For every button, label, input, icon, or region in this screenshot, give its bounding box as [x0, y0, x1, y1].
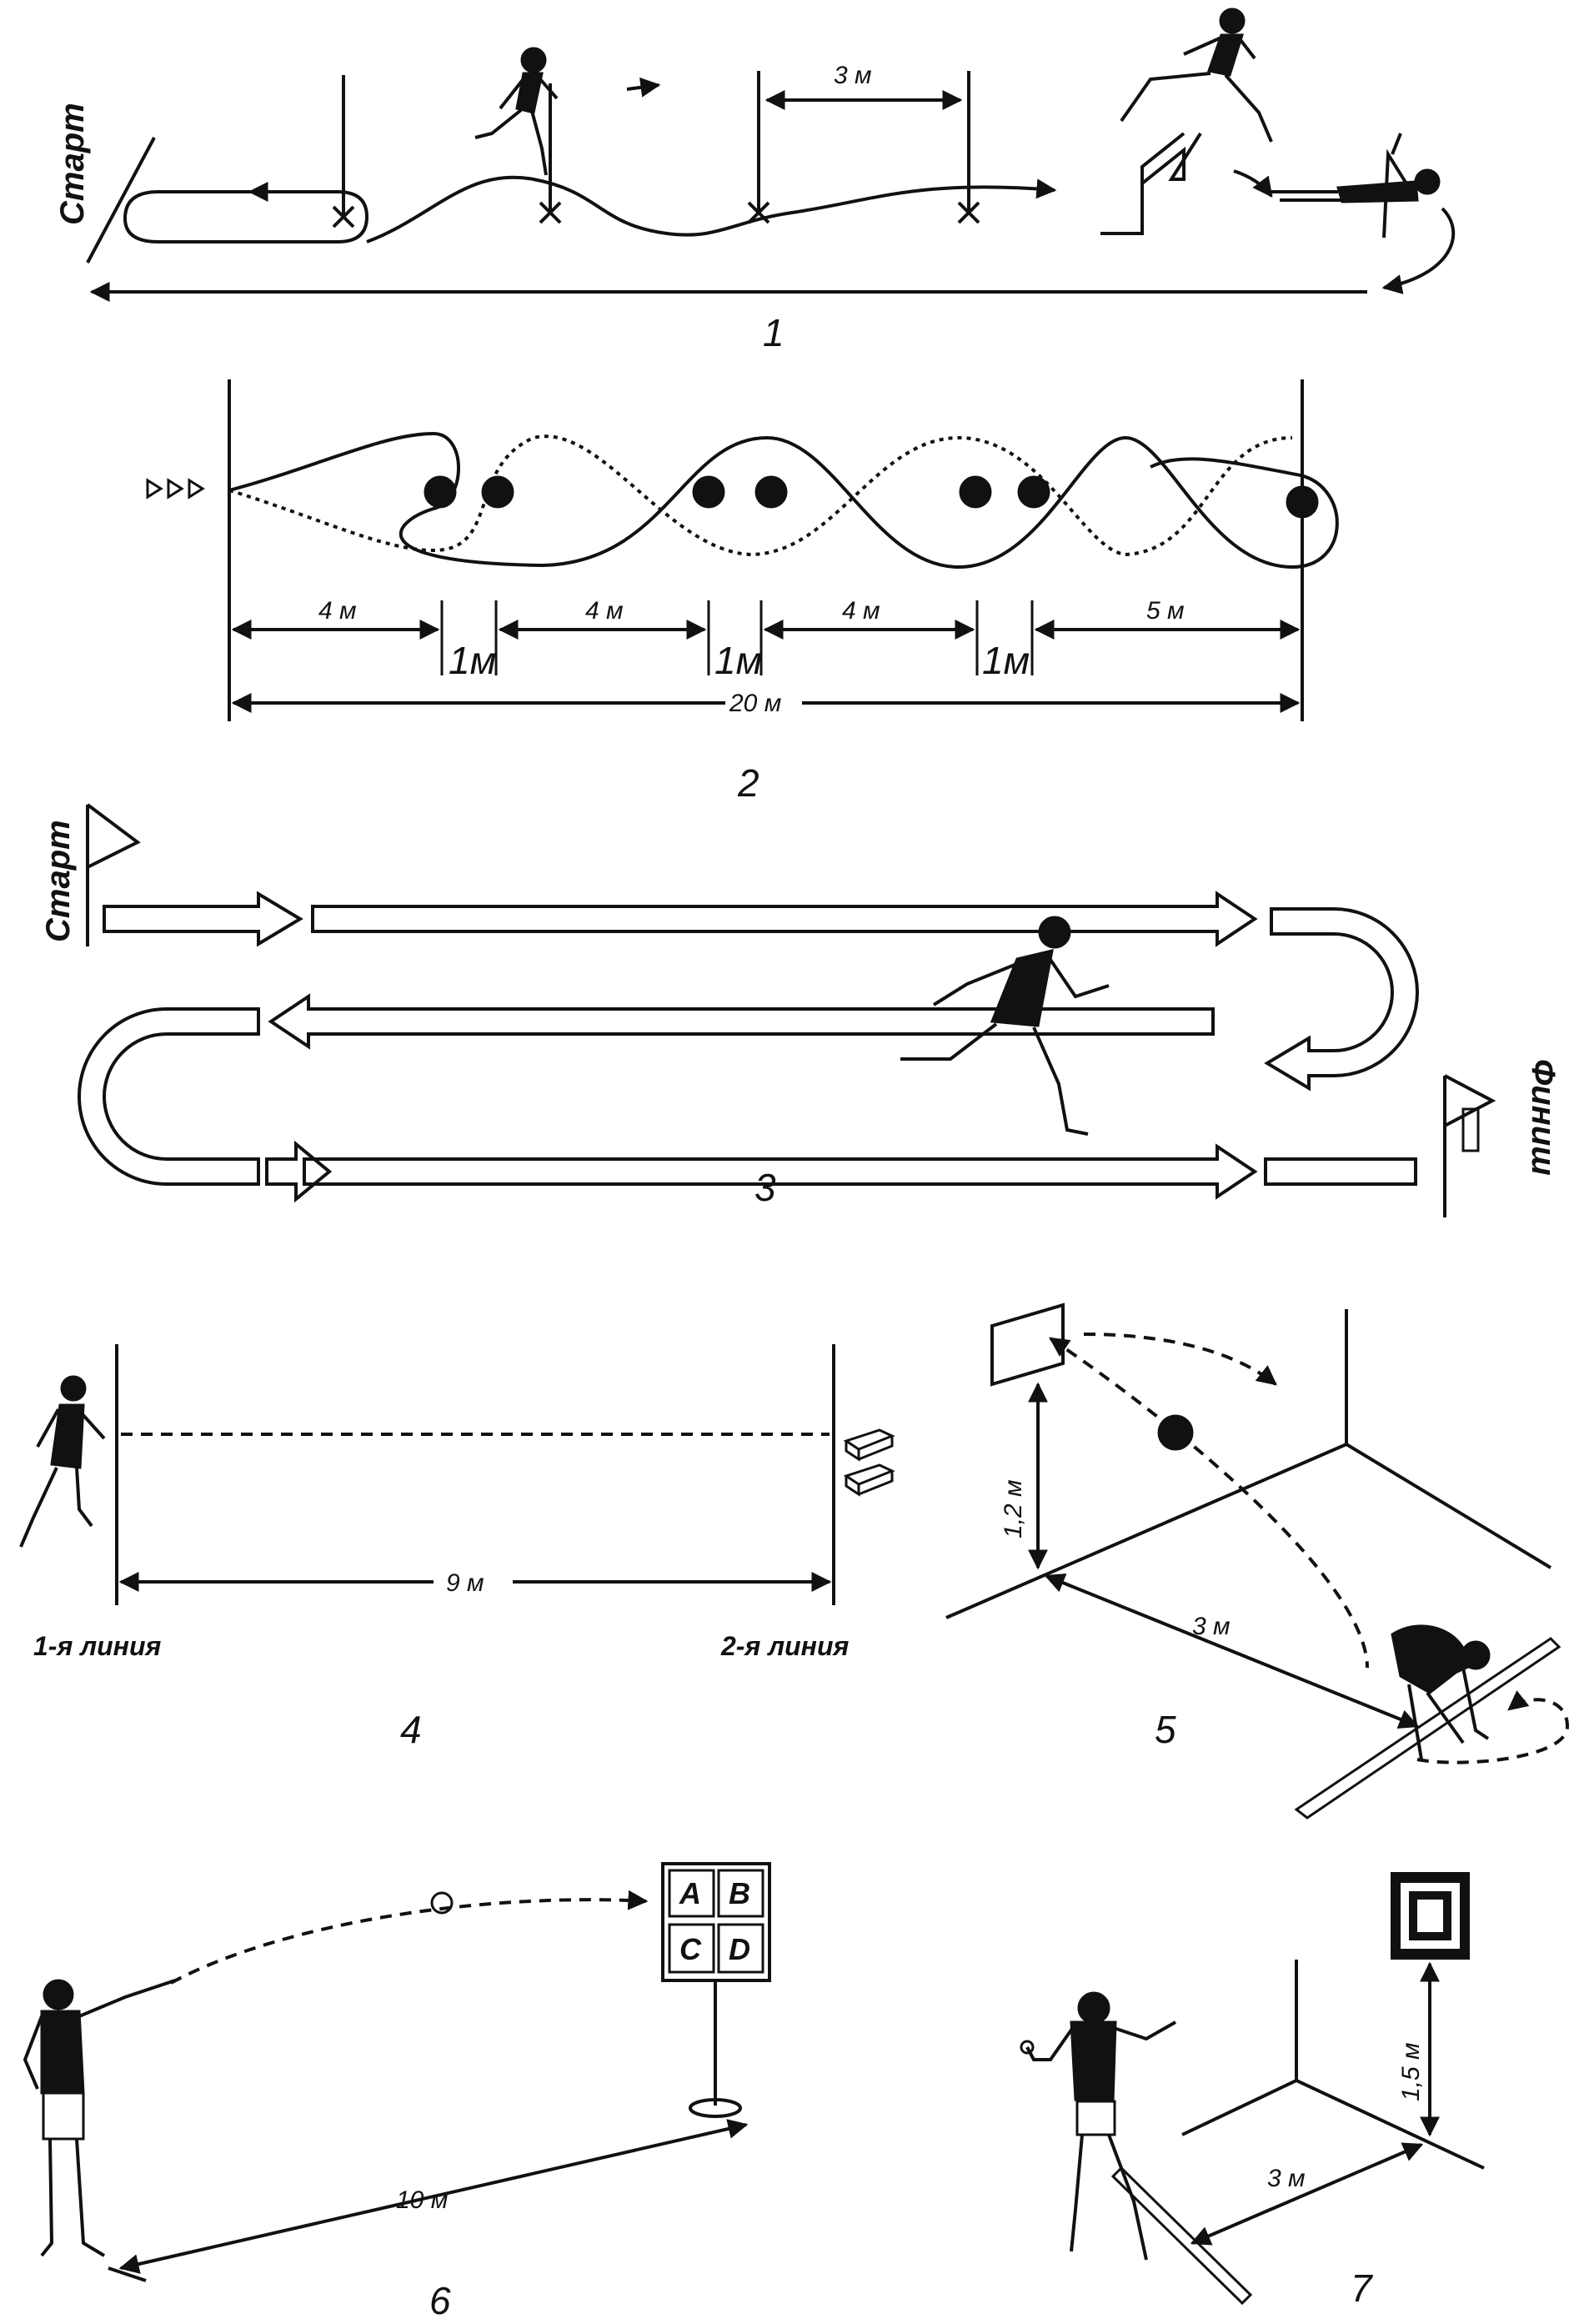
- target-cell-a: A: [679, 1876, 701, 1910]
- blocks: [843, 1428, 895, 1497]
- hurdle-jumper-figure: [1120, 8, 1273, 143]
- ball-1: [424, 475, 457, 509]
- finish-marker: [1461, 1107, 1480, 1152]
- lane-arrow-1b: [311, 891, 1258, 947]
- runner-figure: [900, 916, 1110, 1136]
- wall-target: [990, 1303, 1065, 1387]
- rebound-arrow: [1083, 1333, 1277, 1386]
- segment-label-5: 4 м: [842, 597, 880, 625]
- start-label: Старт: [54, 103, 91, 225]
- throwing-line: [1110, 2166, 1253, 2306]
- floor-edges: [1181, 2078, 1485, 2170]
- segment-label-1: 4 м: [318, 597, 357, 625]
- start-line: [86, 137, 156, 264]
- lane-arrow-3: [265, 1140, 1258, 1203]
- diagram-5-wall-throw: 1,2 м 3 м 5: [945, 1303, 1570, 1820]
- throwing-line: [1294, 1637, 1561, 1820]
- finish-strip: [1264, 1157, 1417, 1186]
- diagram-number: 5: [1155, 1708, 1176, 1751]
- line-1-label: 1-я линия: [33, 1631, 162, 1661]
- ball: [430, 1891, 454, 1915]
- gap-label: 3 м: [834, 62, 872, 89]
- crawling-figure: [1267, 133, 1441, 238]
- dotted-path: [228, 434, 1293, 557]
- lane-arrow-1a: [103, 891, 303, 947]
- direction-arrow: [626, 77, 661, 98]
- lane-arrow-2: [268, 993, 1215, 1050]
- segment-label-2: 1м: [449, 639, 496, 682]
- runner-figure: [474, 47, 559, 176]
- recovery-arrow: [1416, 1690, 1570, 1764]
- segment-label-4: 1м: [714, 639, 762, 682]
- diagram-3-shuttle-run: Старт Финиш 3: [40, 803, 1561, 1217]
- diagram-7-wall-target-throw: 1,5 м 3 м 7: [1020, 1872, 1485, 2310]
- target-cell-b: B: [729, 1876, 750, 1910]
- distance-dim: [1044, 1573, 1420, 1729]
- diagram-2-ball-figure-eight: 4 м 1м 4 м 1м 4 м 1м 5 м 20 м 2: [146, 379, 1339, 805]
- total-label: 20 м: [729, 690, 781, 717]
- ball-5: [959, 475, 992, 509]
- diagram-number: 7: [1351, 2266, 1373, 2310]
- ball-6: [1017, 475, 1050, 509]
- diagram-number: 4: [400, 1708, 422, 1751]
- ball-3: [692, 475, 725, 509]
- distance-label: 3 м: [1192, 1613, 1231, 1640]
- ball-2: [481, 475, 514, 509]
- wall-target: [1391, 1872, 1470, 1960]
- thrower-figure: [1020, 1991, 1176, 2261]
- distance-label: 9 м: [446, 1569, 484, 1597]
- thrower-figure: [1391, 1624, 1491, 1760]
- target-cell-c: C: [679, 1932, 702, 1966]
- start-markers: [146, 478, 205, 499]
- line-2-label: 2-я линия: [720, 1631, 850, 1661]
- distance-label: 3 м: [1267, 2165, 1306, 2192]
- diagram-number: 1: [763, 311, 784, 354]
- slalom-path: [366, 175, 1057, 243]
- throw-line: [108, 2266, 147, 2282]
- right-u-turn: [1264, 907, 1419, 1092]
- target-cell-d: D: [729, 1932, 750, 1966]
- return-loop: [123, 190, 369, 243]
- jump-arrow: [1233, 169, 1273, 198]
- target-board: A B C D: [661, 1862, 771, 2118]
- ball-7: [1286, 485, 1319, 519]
- segment-label-6: 1м: [982, 639, 1030, 682]
- diagram-number: 6: [429, 2279, 451, 2322]
- diagram-4-shuttle-blocks: 9 м 1-я линия 2-я линия 4: [19, 1344, 895, 1751]
- ball: [1157, 1414, 1194, 1451]
- stake-2: [539, 83, 562, 224]
- runner-figure: [19, 1375, 106, 1548]
- diagram-number: 3: [754, 1166, 776, 1209]
- left-u-turn: [78, 1007, 260, 1186]
- distance-dim: [1190, 2142, 1424, 2246]
- segment-label-3: 4 м: [585, 597, 624, 625]
- thrower-figure: [23, 1979, 176, 2257]
- stake-3: [747, 71, 770, 224]
- stake-4: [957, 71, 980, 224]
- diagram-6-target-throw: A B C D 10 м 6: [23, 1862, 771, 2322]
- finish-flag: [1444, 1074, 1496, 1127]
- height-label: 1,5 м: [1397, 2042, 1425, 2101]
- turn-arrow: [1381, 207, 1456, 294]
- segment-label-7: 5 м: [1146, 597, 1185, 625]
- start-flag: [86, 803, 141, 869]
- ball-4: [754, 475, 788, 509]
- diagram-number: 2: [737, 761, 759, 805]
- height-label: 1,2 м: [1000, 1479, 1027, 1538]
- start-label: Старт: [40, 820, 77, 942]
- finish-label: Финиш: [1525, 1059, 1561, 1176]
- diagram-1-obstacle-course: Старт 3 м: [54, 8, 1456, 354]
- stake-1: [332, 75, 355, 228]
- distance-dim: [118, 2119, 749, 2274]
- hurdle: [1100, 132, 1202, 235]
- segment-ticks: [440, 600, 1034, 675]
- ball-trajectory: [170, 1890, 649, 1985]
- floor-edges: [945, 1442, 1552, 1619]
- distance-label: 10 м: [396, 2186, 448, 2214]
